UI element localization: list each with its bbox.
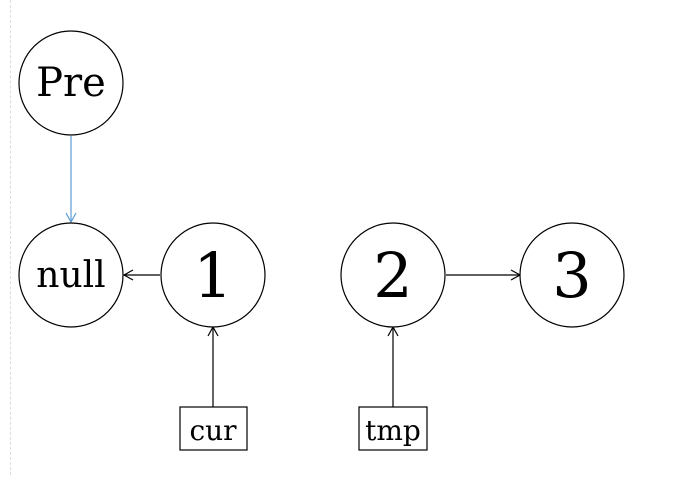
node-2-circle <box>340 222 446 328</box>
pointer-tmp-label: tmp <box>365 414 421 447</box>
node-pre: Pre <box>18 30 124 136</box>
node-pre-label: Pre <box>36 60 106 106</box>
node-null: null <box>18 222 124 328</box>
node-null-circle <box>18 222 124 328</box>
node-3: 3 <box>519 222 625 328</box>
node-2: 2 <box>340 222 446 328</box>
node-null-label: null <box>36 255 105 296</box>
node-2-label: 2 <box>373 239 412 312</box>
node-pre-circle <box>18 30 124 136</box>
node-1: 1 <box>160 222 266 328</box>
pointer-tmp-box <box>358 406 428 451</box>
node-3-label: 3 <box>552 239 591 312</box>
node-3-circle <box>519 222 625 328</box>
node-1-circle <box>160 222 266 328</box>
pointer-tmp: tmp <box>358 406 428 451</box>
left-guide-line <box>10 0 11 475</box>
pointer-cur-box <box>179 406 248 451</box>
node-1-label: 1 <box>193 239 232 312</box>
pointer-cur: cur <box>179 406 248 451</box>
pointer-cur-label: cur <box>189 414 237 447</box>
